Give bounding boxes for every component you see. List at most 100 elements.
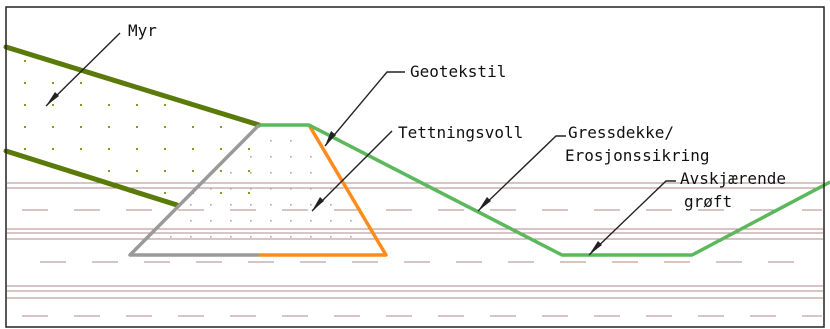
- myr-dot: [52, 82, 54, 84]
- myr-stipple: [24, 60, 250, 194]
- fill-dot: [250, 220, 252, 222]
- fill-dot: [190, 236, 192, 238]
- myr-dot: [220, 148, 222, 150]
- soil-layers: [7, 182, 823, 317]
- myr-dot: [220, 170, 222, 172]
- fill-dot: [230, 220, 232, 222]
- myr-dot: [164, 148, 166, 150]
- myr-dot: [80, 104, 82, 106]
- myr-bottom-line: [3, 148, 180, 208]
- myr-dot: [108, 148, 110, 150]
- fill-dot: [210, 204, 212, 206]
- geotekstil-line: [259, 124, 388, 257]
- leader-gressdekke: [477, 135, 566, 212]
- myr-dot: [164, 126, 166, 128]
- fill-dot: [250, 172, 252, 174]
- fill-dot: [210, 236, 212, 238]
- myr-dot: [248, 148, 250, 150]
- fill-dot: [310, 188, 312, 190]
- fill-dot: [290, 188, 292, 190]
- fill-dot: [290, 220, 292, 222]
- fill-dot: [250, 236, 252, 238]
- leader-geotekstil: [324, 71, 405, 147]
- arrowhead-tettningsvoll: [312, 197, 324, 211]
- myr-dot: [192, 170, 194, 172]
- myr-dot: [24, 60, 26, 62]
- label-erosjonssikring: Erosjonssikring: [565, 146, 710, 165]
- fill-dot: [170, 236, 172, 238]
- myr-dot: [136, 104, 138, 106]
- arrowhead-geotekstil: [325, 131, 336, 146]
- fill-dot: [270, 204, 272, 206]
- fill-dot: [350, 220, 352, 222]
- myr-dot: [24, 82, 26, 84]
- fill-dot: [230, 236, 232, 238]
- fill-dot: [270, 188, 272, 190]
- fill-dot: [190, 204, 192, 206]
- myr-dot: [220, 126, 222, 128]
- fill-dot: [330, 236, 332, 238]
- tettningsvoll-outline: [128, 123, 261, 257]
- fill-dot: [210, 220, 212, 222]
- myr-dot: [52, 104, 54, 106]
- fill-dot: [310, 220, 312, 222]
- arrowheads: [46, 92, 602, 255]
- fill-dot: [330, 204, 332, 206]
- fill-dot: [290, 172, 292, 174]
- leader-lines: [45, 32, 676, 256]
- tettningsvoll-stipple: [170, 140, 352, 238]
- fill-dot: [250, 188, 252, 190]
- myr-dot: [24, 148, 26, 150]
- fill-dot: [230, 188, 232, 190]
- myr-dot: [192, 126, 194, 128]
- fill-dot: [310, 204, 312, 206]
- leader-myr: [45, 32, 121, 107]
- myr-dot: [164, 192, 166, 194]
- myr-dot: [52, 126, 54, 128]
- fill-dot: [270, 172, 272, 174]
- myr-dot: [164, 170, 166, 172]
- myr-dot: [248, 170, 250, 172]
- myr-top-line: [3, 44, 262, 128]
- myr-dot: [80, 82, 82, 84]
- fill-dot: [290, 204, 292, 206]
- myr-dot: [164, 104, 166, 106]
- myr-dot: [108, 104, 110, 106]
- myr-dot: [24, 126, 26, 128]
- gressdekke-line: [259, 123, 830, 257]
- myr-dot: [136, 126, 138, 128]
- fill-dot: [190, 220, 192, 222]
- leader-avskjaerende: [588, 180, 676, 256]
- myr-dot: [136, 170, 138, 172]
- label-geotekstil: Geotekstil: [410, 62, 506, 81]
- label-gressdekke: Gressdekke/: [568, 123, 674, 142]
- fill-dot: [250, 156, 252, 158]
- fill-dot: [350, 236, 352, 238]
- myr-dot: [192, 148, 194, 150]
- fill-dot: [230, 204, 232, 206]
- fill-dot: [290, 156, 292, 158]
- myr-dot: [108, 170, 110, 172]
- label-grofts: grøft: [684, 192, 732, 211]
- fill-dot: [270, 140, 272, 142]
- fill-dot: [290, 236, 292, 238]
- myr-dot: [24, 104, 26, 106]
- fill-dot: [270, 220, 272, 222]
- fill-dot: [270, 236, 272, 238]
- fill-dot: [330, 220, 332, 222]
- fill-dot: [290, 140, 292, 142]
- fill-dot: [310, 156, 312, 158]
- fill-dot: [230, 172, 232, 174]
- arrowhead-myr: [46, 92, 59, 106]
- myr-dot: [248, 192, 250, 194]
- diagram-frame: [5, 6, 825, 328]
- myr-dot: [108, 126, 110, 128]
- myr-dot: [220, 192, 222, 194]
- fill-dot: [310, 236, 312, 238]
- label-tettningsvoll: Tettningsvoll: [398, 123, 523, 142]
- label-myr: Myr: [128, 21, 157, 40]
- myr-dot: [136, 148, 138, 150]
- myr-dot: [80, 126, 82, 128]
- myr-dot: [52, 148, 54, 150]
- fill-dot: [270, 156, 272, 158]
